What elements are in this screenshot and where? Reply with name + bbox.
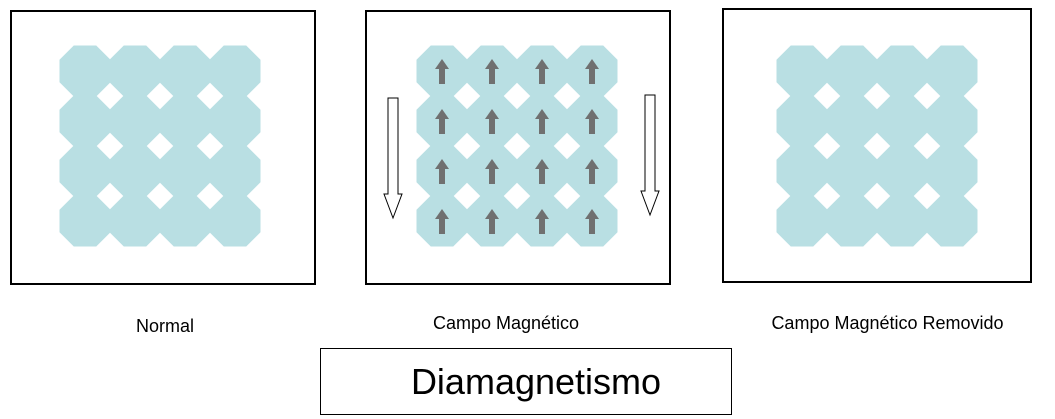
lattice-atom	[776, 95, 828, 147]
panel-field-removed	[722, 8, 1032, 283]
magnetic-moment-arrow-up	[585, 159, 599, 184]
lattice-atom	[59, 145, 111, 197]
magnetic-moment-arrow-up	[535, 209, 549, 234]
panel-magnetic-field	[365, 10, 671, 285]
lattice-atom	[109, 45, 161, 97]
lattice-atom	[109, 145, 161, 197]
lattice-atom	[159, 195, 211, 247]
lattice-atom	[59, 195, 111, 247]
magnetic-moment-arrow-up	[535, 159, 549, 184]
diagram-title-box: Diamagnetismo	[320, 348, 732, 415]
caption-magnetic-field: Campo Magnético	[432, 313, 580, 333]
lattice-atom	[926, 45, 978, 97]
magnetic-moment-arrow-up	[585, 59, 599, 84]
magnetic-moment-arrow-up	[585, 209, 599, 234]
caption-field-removed: Campo Magnético Removido	[771, 313, 1004, 333]
magnetic-moment-arrow-up	[485, 109, 499, 134]
field-arrow-left	[383, 97, 403, 220]
lattice-atom	[826, 45, 878, 97]
field-arrow-right	[640, 94, 660, 217]
lattice-atom	[876, 95, 928, 147]
lattice-atom	[159, 95, 211, 147]
lattice-atom	[876, 45, 928, 97]
magnetic-moment-arrow-up	[435, 159, 449, 184]
diagram-title: Diamagnetismo	[410, 360, 662, 402]
lattice-atom	[776, 195, 828, 247]
magnetic-moment-arrow-up	[585, 109, 599, 134]
magnetic-moment-arrow-up	[485, 209, 499, 234]
lattice-atom	[209, 95, 261, 147]
lattice-atom	[926, 95, 978, 147]
lattice-atom	[876, 195, 928, 247]
lattice-atom	[109, 95, 161, 147]
magnetic-moment-arrow-up	[435, 59, 449, 84]
lattice-field-removed	[776, 45, 978, 247]
lattice-atom	[209, 195, 261, 247]
lattice-atom	[876, 145, 928, 197]
lattice-atom	[159, 145, 211, 197]
lattice-atom	[826, 145, 878, 197]
lattice-atom	[776, 145, 828, 197]
caption-normal: Normal	[135, 316, 194, 336]
lattice-atom	[209, 45, 261, 97]
magnetic-moment-arrow-up	[485, 159, 499, 184]
magnetic-moment-arrow-up	[435, 209, 449, 234]
lattice-atom	[209, 145, 261, 197]
lattice-atom	[159, 45, 211, 97]
magnetic-moment-arrow-up	[535, 109, 549, 134]
lattice-atom	[926, 195, 978, 247]
lattice-atom	[59, 45, 111, 97]
lattice-atom	[826, 195, 878, 247]
lattice-atom	[776, 45, 828, 97]
lattice-atom	[826, 95, 878, 147]
lattice-normal	[59, 45, 261, 247]
magnetic-moment-arrow-up	[435, 109, 449, 134]
magnetic-moment-arrow-up	[485, 59, 499, 84]
lattice-magnetic-field	[383, 45, 660, 247]
lattice-atom	[109, 195, 161, 247]
lattice-atom	[926, 145, 978, 197]
lattice-atom	[59, 95, 111, 147]
panel-normal	[10, 10, 316, 285]
magnetic-moment-arrow-up	[535, 59, 549, 84]
